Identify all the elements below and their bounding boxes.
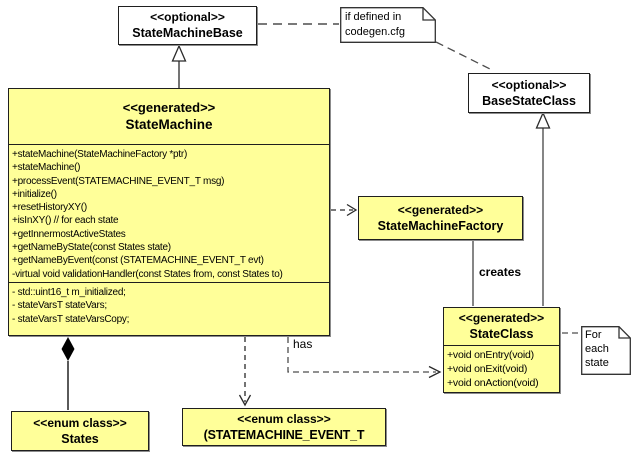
edge-label-has: has: [293, 337, 313, 351]
class-stereotype: <<generated>>: [458, 311, 545, 325]
edge-label-creates: creates: [479, 265, 522, 279]
class-stereotype: <<optional>>: [150, 10, 225, 24]
class-name: StateMachineFactory: [377, 218, 504, 233]
class-stereotype: <<generated>>: [122, 100, 216, 115]
composition-diamond: [61, 337, 75, 361]
class-stereotype: <<generated>>: [397, 202, 484, 217]
attribute-line: - stateVarsT stateVars;: [12, 300, 107, 312]
edge-dependency-statemachine-to-factory: [331, 203, 358, 217]
note-for-each-state: For each state: [581, 326, 631, 375]
method-line: +resetHistoryXY(): [12, 202, 87, 214]
attribute-line: - std::uint16_t m_initialized;: [12, 287, 126, 298]
note-shape: [581, 326, 631, 375]
edge-notelink-codegen-basestateclass: [435, 41, 495, 72]
method-line: +void onExit(void): [447, 363, 528, 375]
class-attributes-section: - std::uint16_t m_initialized; - stateVa…: [9, 283, 329, 335]
method-line: +void onAction(void): [447, 377, 539, 389]
note-line: state: [585, 357, 609, 369]
class-stereotype: <<enum class>>: [33, 415, 127, 430]
note-codegen-cfg: if defined in codegen.cfg: [340, 7, 436, 43]
edge-inheritance-stateclass-to-basestateclass: [535, 111, 551, 306]
class-state-machine-factory: <<generated>> StateMachineFactory: [358, 196, 523, 240]
method-line: +getNameByState(const States state): [12, 242, 171, 254]
method-line: +isInXY() // for each state: [12, 215, 119, 227]
edge-composition-statemachine-to-states: [61, 337, 75, 410]
class-state-class: <<generated>> StateClass +void onEntry(v…: [443, 307, 560, 393]
class-stereotype: <<optional>>: [491, 77, 567, 92]
class-state-machine-base: <<optional>> StateMachineBase: [118, 6, 257, 45]
note-line: if defined in: [345, 11, 402, 23]
edge-inheritance-statemachine-to-statemachinebase: [171, 44, 187, 89]
class-name: StateMachine: [125, 117, 213, 132]
class-state-machine: <<generated>> StateMachine +stateMachine…: [8, 88, 330, 336]
method-line: +getInnermostActiveStates: [12, 228, 126, 240]
class-methods-section: +stateMachine(StateMachineFactory *ptr) …: [9, 145, 329, 283]
method-line: +processEvent(STATEMACHINE_EVENT_T msg): [12, 175, 225, 187]
class-name: StateMachineBase: [132, 26, 243, 40]
enum-states: <<enum class>> States: [11, 411, 149, 451]
note-text: For each state: [581, 326, 631, 372]
note-line: codegen.cfg: [345, 26, 405, 38]
attribute-line: - stateVarsT stateVarsCopy;: [12, 313, 130, 325]
class-base-state-class: <<optional>> BaseStateClass: [468, 73, 590, 113]
note-shape: [340, 7, 436, 43]
class-name: BaseStateClass: [482, 93, 576, 108]
method-line: +getNameByEvent(const (STATEMACHINE_EVEN…: [12, 255, 264, 267]
class-header: <<generated>> StateMachine: [9, 89, 329, 145]
note-line: For: [585, 329, 602, 341]
class-name: States: [61, 431, 99, 446]
edge-dependency-has-statemachine-to-stateclass: [287, 337, 442, 379]
class-stereotype: <<enum class>>: [237, 411, 331, 426]
method-line: +stateMachine(StateMachineFactory *ptr): [12, 149, 188, 160]
class-header: <<generated>> StateClass: [444, 308, 559, 346]
class-name: (STATEMACHINE_EVENT_T: [203, 427, 365, 442]
note-line: each: [585, 343, 609, 355]
method-line: +initialize(): [12, 188, 57, 200]
method-line: +void onEntry(void): [447, 349, 534, 361]
note-text: if defined in codegen.cfg: [340, 7, 436, 43]
edge-dependency-statemachine-to-eventenum: [238, 337, 252, 407]
method-line: -virtual void validationHandler(const St…: [12, 268, 283, 280]
method-line: +stateMachine(): [12, 162, 81, 174]
enum-statemachine-event-t: <<enum class>> (STATEMACHINE_EVENT_T: [182, 408, 386, 446]
class-name: StateClass: [469, 327, 534, 341]
class-methods-section: +void onEntry(void) +void onExit(void) +…: [444, 346, 559, 392]
